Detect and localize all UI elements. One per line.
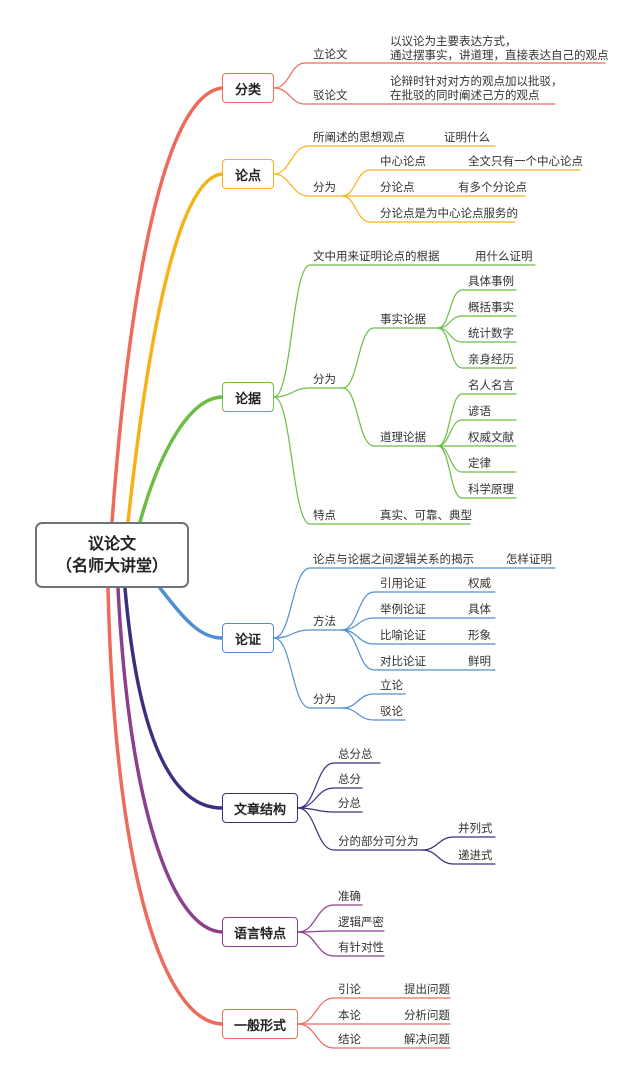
topic-structure-form[interactable]: 分总 — [338, 796, 361, 810]
topic-reason-item[interactable]: 名人名言 — [468, 378, 514, 392]
topic-fact-item[interactable]: 概括事实 — [468, 300, 514, 314]
topic-form-note: 分析问题 — [404, 1008, 450, 1022]
branch-classification[interactable]: 分类 — [222, 73, 274, 103]
topic-form-name[interactable]: 结论 — [338, 1032, 361, 1046]
topic-structure-part-item[interactable]: 递进式 — [458, 848, 493, 862]
topic-thesis-desc[interactable]: 所阐述的思想观点 — [313, 130, 405, 144]
structure-lines — [297, 762, 496, 865]
topic-bolun-desc-2: 在批驳的同时阐述己方的观点 — [390, 88, 540, 102]
topic-reason-item[interactable]: 定律 — [468, 456, 491, 470]
branch-language[interactable]: 语言特点 — [222, 917, 298, 947]
topic-service[interactable]: 分论点是为中心论点服务的 — [380, 206, 518, 220]
topic-lilun[interactable]: 立论文 — [313, 47, 348, 61]
branch-label: 一般形式 — [233, 1018, 286, 1034]
topic-sub-point[interactable]: 分论点 — [380, 180, 415, 194]
topic-evidence-desc[interactable]: 文中用来证明论点的根据 — [313, 249, 440, 263]
branch-structure[interactable]: 文章结构 — [222, 793, 298, 823]
topic-bolun[interactable]: 驳论文 — [313, 88, 348, 102]
topic-method[interactable]: 方法 — [313, 614, 336, 628]
branch-label: 论证 — [234, 632, 261, 648]
topic-method-note: 形象 — [468, 628, 491, 642]
branch-label: 论据 — [234, 391, 261, 407]
topic-method-note: 权威 — [468, 576, 491, 590]
topic-form-note: 解决问题 — [404, 1032, 450, 1046]
topic-fact-item[interactable]: 统计数字 — [468, 326, 514, 340]
branch-label: 语言特点 — [233, 926, 286, 942]
topic-feature[interactable]: 特点 — [313, 508, 336, 522]
topic-bolun-desc-1: 论辩时针对对方的观点加以批驳， — [390, 74, 563, 88]
branch-argument[interactable]: 论证 — [222, 623, 274, 653]
topic-evidence-split[interactable]: 分为 — [313, 372, 336, 386]
branch-label: 论点 — [234, 168, 261, 184]
form-lines — [297, 997, 451, 1049]
topic-method-name[interactable]: 引用论证 — [380, 576, 426, 590]
topic-method-name[interactable]: 对比论证 — [380, 654, 426, 668]
branch-evidence[interactable]: 论据 — [222, 382, 274, 412]
topic-language-item[interactable]: 准确 — [338, 889, 361, 903]
topic-reason-item[interactable]: 科学原理 — [468, 482, 514, 496]
topic-language-item[interactable]: 有针对性 — [338, 940, 384, 954]
main-connectors — [106, 86, 224, 1026]
topic-structure-form[interactable]: 总分总 — [338, 747, 373, 761]
root-title: 议论文 — [87, 534, 136, 553]
language-lines — [297, 904, 385, 957]
topic-lilun-desc-2: 通过摆事实，讲道理，直接表达自己的观点 — [390, 48, 609, 62]
topic-method-name[interactable]: 举例论证 — [380, 602, 426, 616]
topic-argument-kind[interactable]: 驳论 — [380, 704, 403, 718]
branch-label: 分类 — [234, 82, 261, 98]
thesis-lines — [273, 145, 581, 223]
topic-fact-item[interactable]: 亲身经历 — [468, 352, 514, 366]
branch-label: 文章结构 — [233, 802, 286, 818]
topic-structure-parts[interactable]: 分的部分可分为 — [338, 834, 419, 848]
topic-fact-item[interactable]: 具体事例 — [468, 274, 514, 288]
root-topic[interactable]: 议论文 （名师大讲堂） — [35, 522, 189, 588]
topic-center-point[interactable]: 中心论点 — [380, 154, 426, 168]
topic-thesis-split[interactable]: 分为 — [313, 180, 336, 194]
topic-reason-item[interactable]: 权威文献 — [468, 430, 514, 444]
topic-method-name[interactable]: 比喻论证 — [380, 628, 426, 642]
topic-reason-evidence[interactable]: 道理论据 — [380, 430, 426, 444]
topic-center-note: 全文只有一个中心论点 — [468, 154, 583, 168]
topic-argument-desc[interactable]: 论点与论据之间逻辑关系的揭示 — [313, 552, 474, 566]
topic-evidence-note: 用什么证明 — [475, 249, 533, 263]
root-subtitle: （名师大讲堂） — [55, 556, 168, 575]
classification-lines — [273, 62, 606, 105]
topic-form-name[interactable]: 引论 — [338, 982, 361, 996]
topic-form-note: 提出问题 — [404, 982, 450, 996]
topic-argument-split[interactable]: 分为 — [313, 692, 336, 706]
branch-general-form[interactable]: 一般形式 — [222, 1009, 298, 1039]
evidence-lines — [273, 264, 536, 525]
topic-method-note: 鲜明 — [468, 654, 491, 668]
branch-thesis[interactable]: 论点 — [222, 159, 274, 189]
topic-structure-part-item[interactable]: 并列式 — [458, 821, 493, 835]
topic-reason-item[interactable]: 谚语 — [468, 404, 491, 418]
topic-argument-kind[interactable]: 立论 — [380, 678, 403, 692]
topic-structure-form[interactable]: 总分 — [338, 772, 361, 786]
topic-form-name[interactable]: 本论 — [338, 1008, 361, 1022]
topic-language-item[interactable]: 逻辑严密 — [338, 915, 384, 929]
topic-sub-note: 有多个分论点 — [458, 180, 527, 194]
topic-fact-evidence[interactable]: 事实论据 — [380, 312, 426, 326]
argument-lines — [273, 567, 556, 721]
topic-argument-note: 怎样证明 — [506, 552, 552, 566]
topic-feature-note: 真实、可靠、典型 — [380, 508, 472, 522]
topic-lilun-desc-1: 以议论为主要表达方式， — [390, 34, 517, 48]
topic-thesis-note: 证明什么 — [444, 130, 490, 144]
topic-method-note: 具体 — [468, 602, 491, 616]
